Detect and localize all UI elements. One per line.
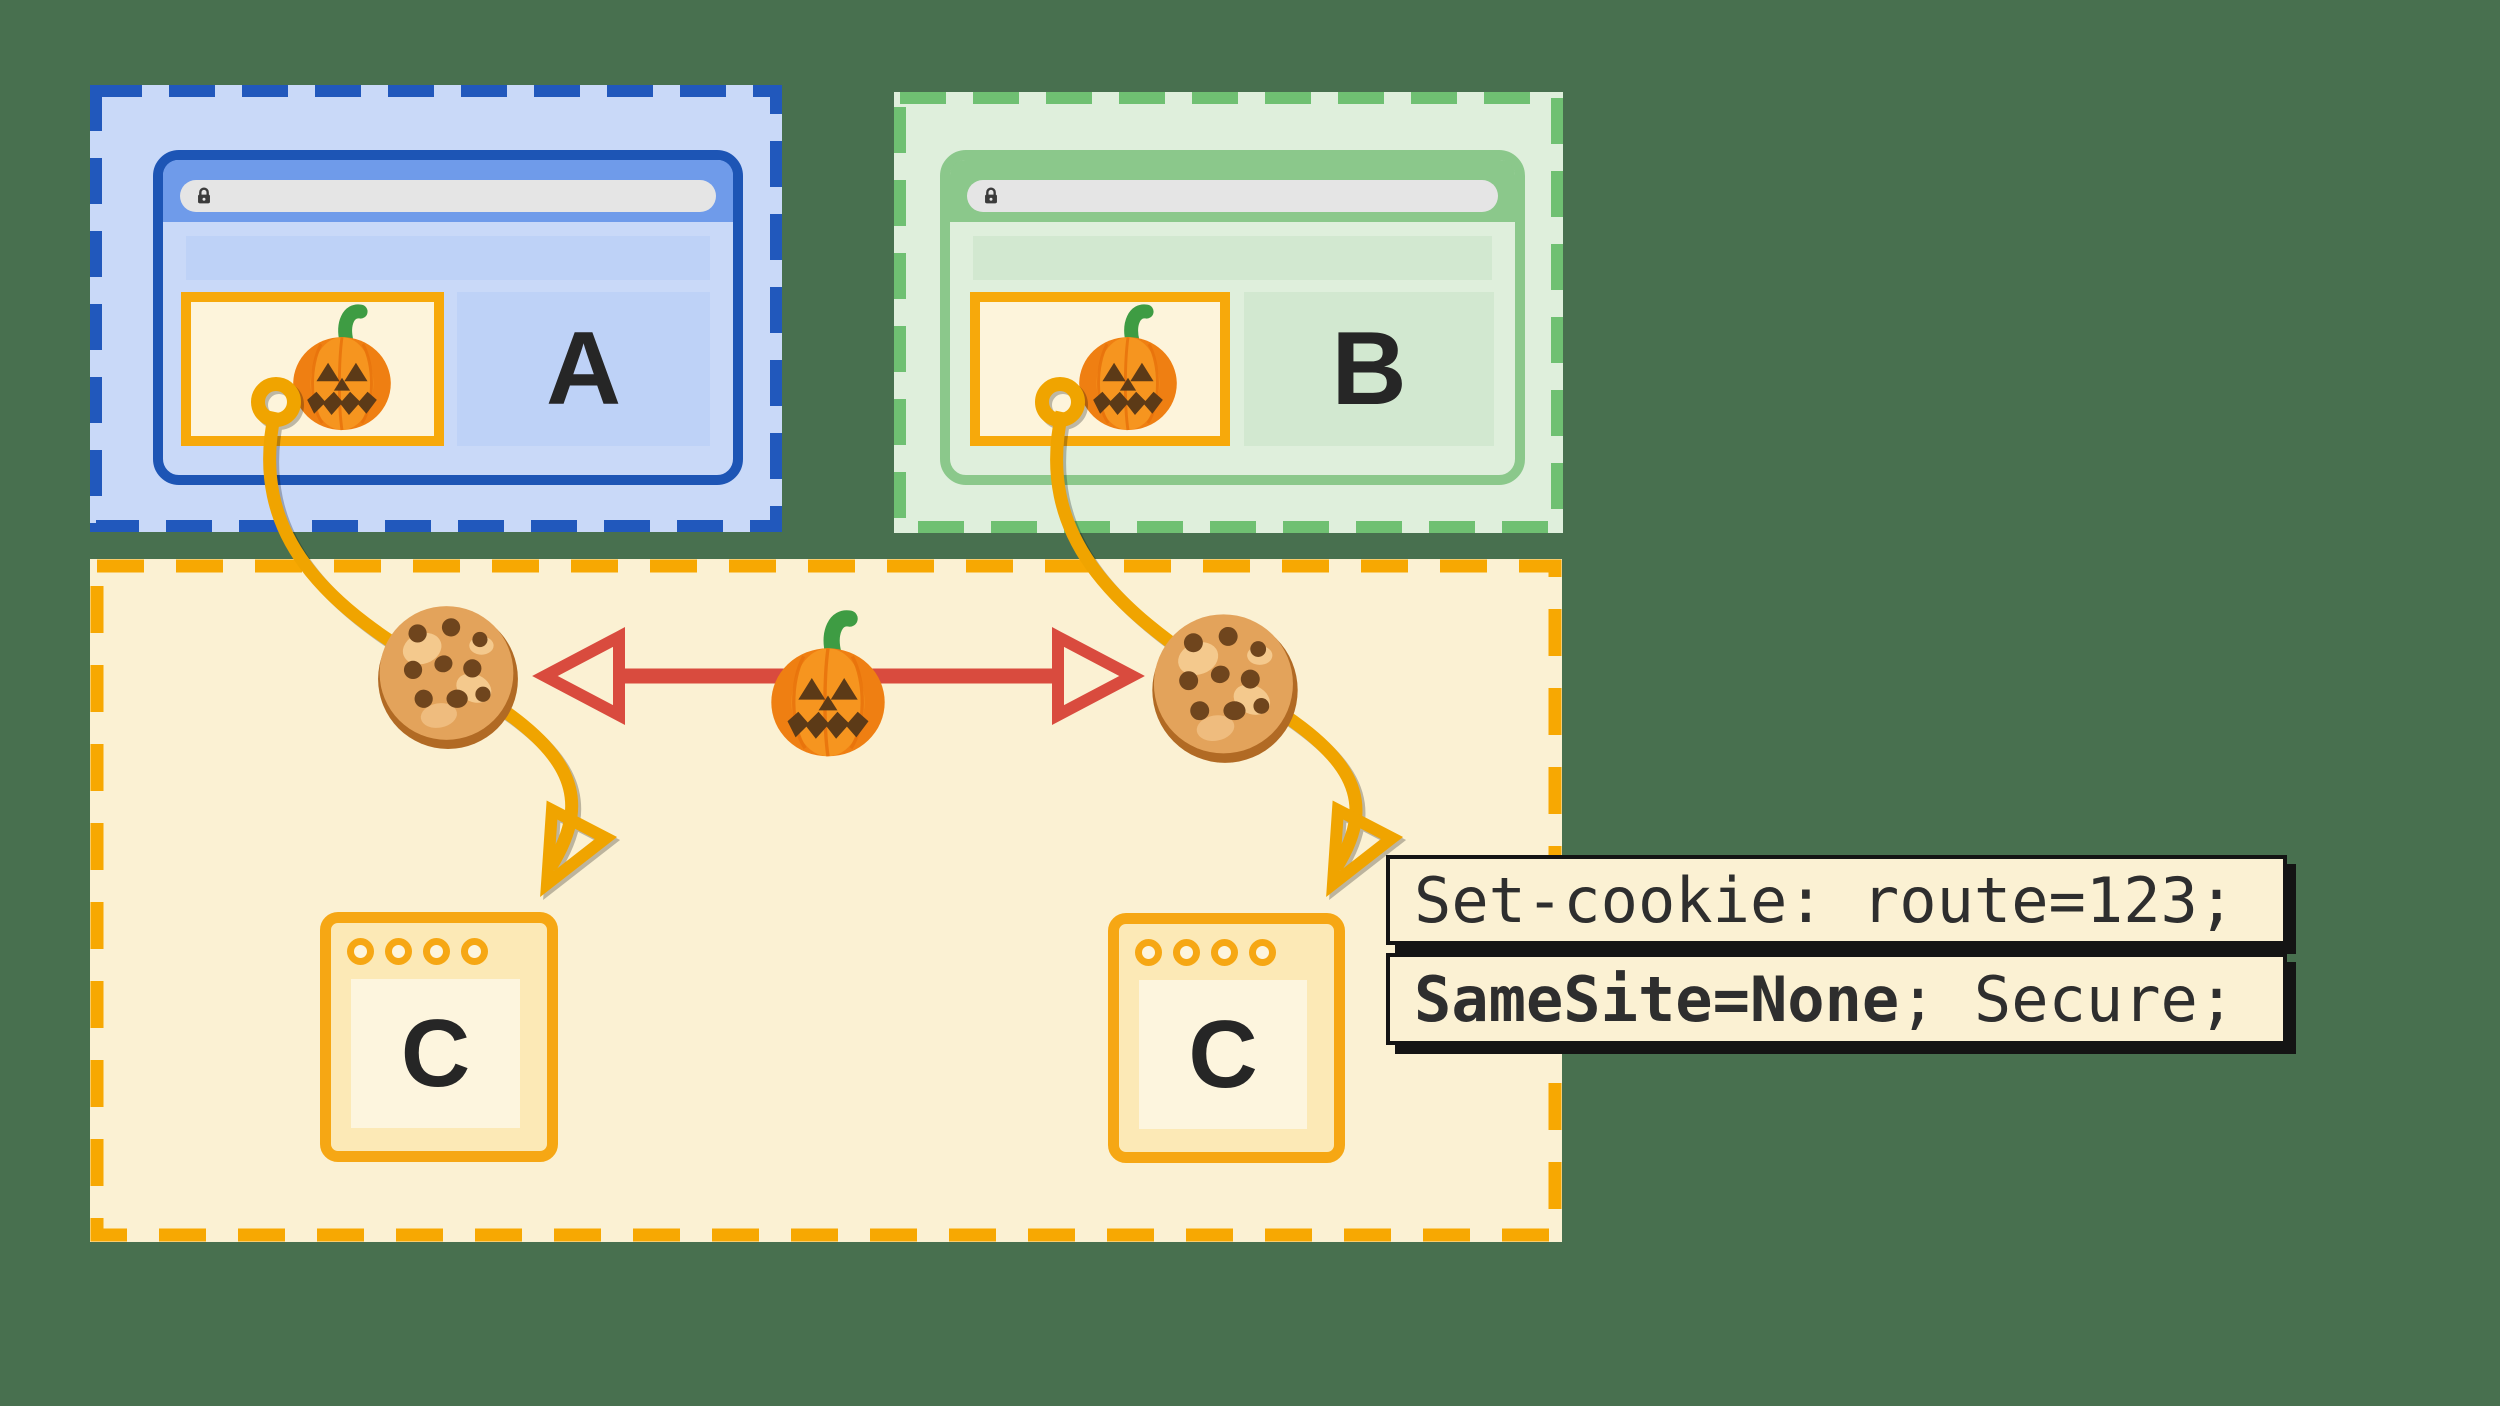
set-cookie-header-line2: SameSite=None; Secure; bbox=[1386, 953, 2287, 1045]
dot-icon bbox=[1173, 939, 1200, 966]
dot-icon bbox=[1249, 939, 1276, 966]
site-b-page-panel: B bbox=[1244, 292, 1494, 446]
site-a-browser-window: A bbox=[153, 150, 743, 485]
site-c-label-right: C bbox=[1188, 1000, 1258, 1108]
site-c-window-content: C bbox=[1139, 980, 1307, 1129]
pumpkin-icon bbox=[272, 293, 412, 444]
site-b-titlebar bbox=[950, 160, 1515, 222]
site-a-page-panel: A bbox=[457, 292, 710, 446]
code-text-bold: SameSite=None bbox=[1414, 962, 1900, 1036]
site-a-titlebar bbox=[163, 160, 733, 222]
site-b-content-strip bbox=[973, 236, 1492, 280]
dot-icon bbox=[385, 938, 412, 965]
site-c-label-left: C bbox=[400, 999, 471, 1107]
site-a-content-strip bbox=[186, 236, 710, 280]
dot-icon bbox=[423, 938, 450, 965]
site-a-dashed-border bbox=[90, 85, 782, 532]
set-cookie-header-line1: Set-cookie: route=123; bbox=[1386, 855, 2287, 945]
site-a-address-bar bbox=[180, 180, 716, 212]
window-control-dots bbox=[347, 938, 488, 965]
lock-icon bbox=[980, 185, 1002, 207]
site-b-browser-window: B bbox=[940, 150, 1525, 485]
site-c-window-left: C bbox=[320, 912, 558, 1162]
window-control-dots bbox=[1135, 939, 1276, 966]
site-b-address-bar bbox=[967, 180, 1498, 212]
dot-icon bbox=[461, 938, 488, 965]
site-a-label: A bbox=[545, 311, 622, 427]
pumpkin-icon bbox=[1058, 293, 1198, 444]
code-text: Set-cookie: route=123; bbox=[1414, 863, 2236, 937]
dot-icon bbox=[347, 938, 374, 965]
site-c-window-content: C bbox=[351, 979, 520, 1128]
site-c-window-right: C bbox=[1108, 913, 1345, 1163]
site-b-label: B bbox=[1331, 311, 1407, 427]
site-c-dashed-border bbox=[90, 559, 1562, 1242]
dot-icon bbox=[1211, 939, 1238, 966]
code-text: ; Secure; bbox=[1899, 962, 2236, 1036]
dot-icon bbox=[1135, 939, 1162, 966]
lock-icon bbox=[193, 185, 215, 207]
